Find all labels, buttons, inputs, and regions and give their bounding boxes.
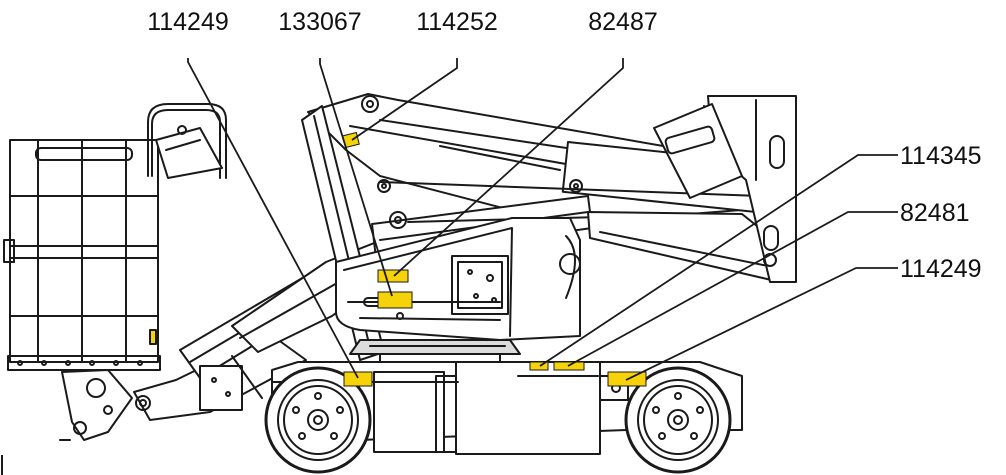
front-wheel [264,366,372,474]
callout-133067: 133067 [278,8,361,36]
callout-82487: 82487 [588,8,658,36]
callout-114249-top: 114249 [147,8,229,36]
callout-114249-right: 114249 [900,255,982,283]
callout-114252: 114252 [416,8,498,36]
decal-133067 [377,291,413,309]
platform-rotator [59,369,133,441]
tower-frame [653,95,797,283]
decal-114345 [529,361,549,371]
control-console [147,103,227,179]
turntable-housing [335,217,581,341]
decal-114249-front [343,371,373,387]
leader-lines [187,58,898,381]
slew-ring [349,339,521,369]
callout-114345: 114345 [900,142,982,170]
platform-basket [3,139,161,371]
callout-82481: 82481 [900,199,970,227]
decal-82487 [377,269,409,283]
rear-wheel [624,366,732,474]
